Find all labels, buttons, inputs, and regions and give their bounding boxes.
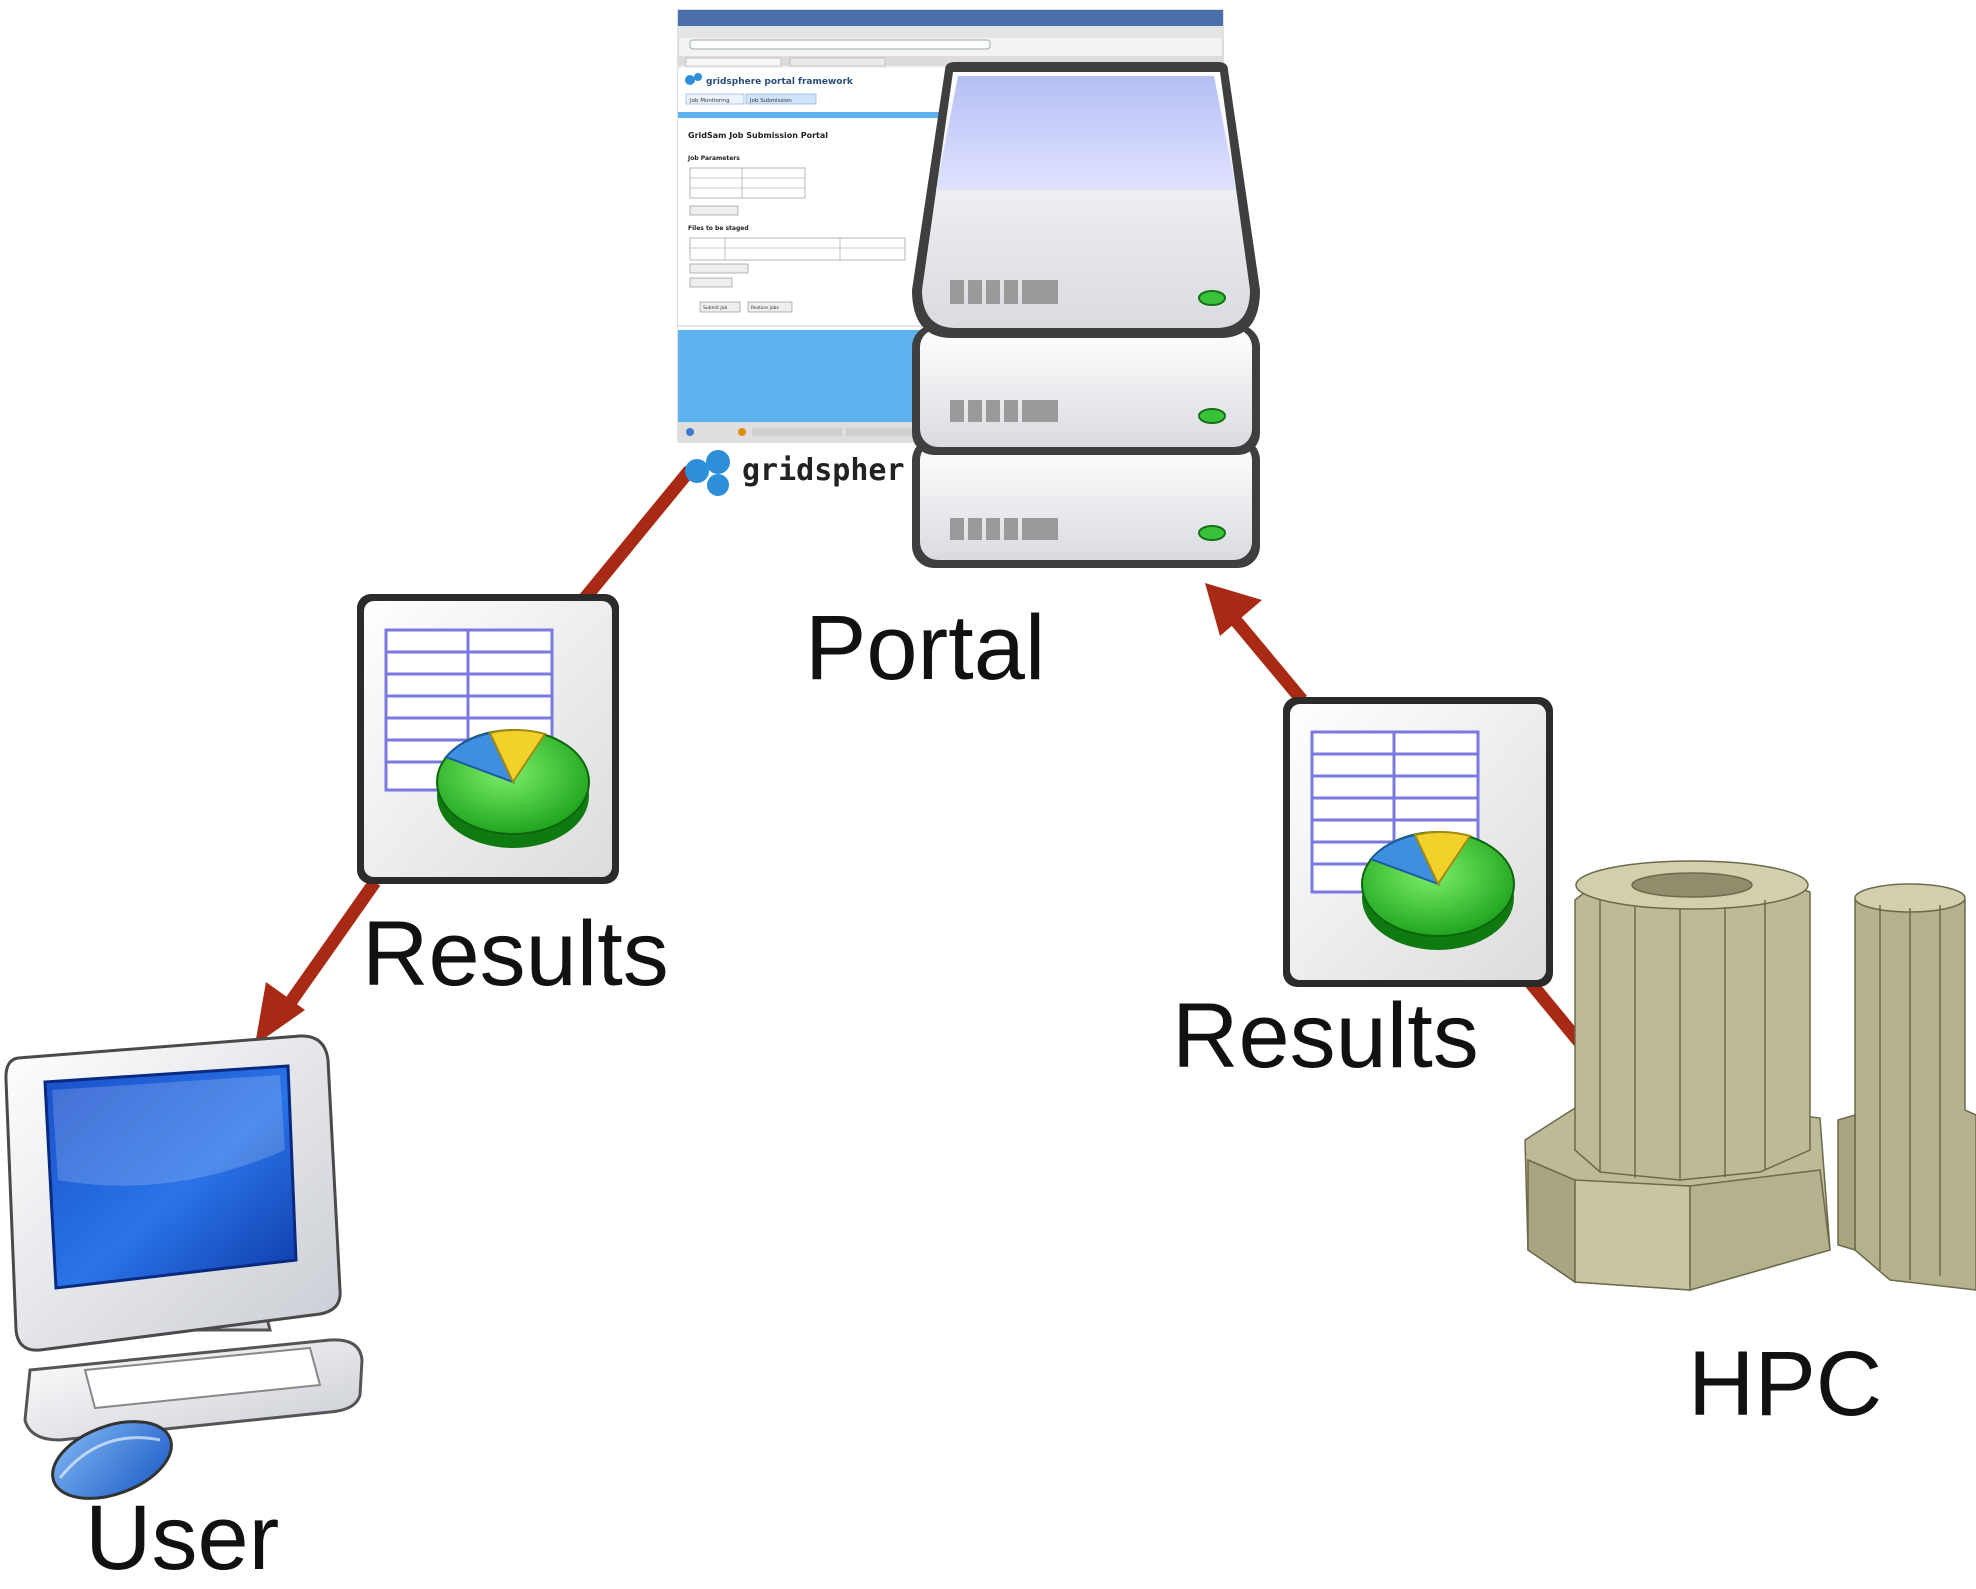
results-left-label: Results [362, 903, 669, 1005]
portal-tab-2: Job Submission [749, 98, 792, 104]
results-left-icon [357, 594, 619, 884]
arrow-results-to-user [255, 878, 381, 1045]
gridsphere-logo: gridspher [685, 450, 905, 496]
user-label: User [85, 1487, 280, 1589]
arrow-portal-to-results [579, 465, 696, 603]
portal-label: Portal [805, 597, 1046, 699]
results-right-label: Results [1172, 985, 1479, 1087]
results-right-icon [1283, 697, 1553, 987]
gridsphere-logo-icon [685, 450, 730, 496]
arrow-results-to-portal [1205, 583, 1307, 705]
spreadsheet-chart-icon [384, 628, 590, 848]
portal-reset-button: Restore Jobs [751, 305, 779, 311]
gridsphere-logo-text: gridspher [742, 453, 905, 488]
spreadsheet-chart-icon [1310, 730, 1515, 950]
desktop-computer-icon [4, 1034, 364, 1500]
portal-brand: gridsphere portal framework [706, 77, 854, 87]
server-stack-icon [912, 62, 1260, 568]
hpc-label: HPC [1688, 1333, 1883, 1435]
portal-section-job: Job Parameters [687, 155, 740, 162]
portal-section-files: Files to be staged [688, 225, 749, 232]
portal-tab-1: Job Monitoring [689, 98, 730, 104]
portal-submit-button: Submit Job [703, 305, 727, 311]
portal-heading: GridSam Job Submission Portal [688, 131, 828, 140]
hpc-cluster-icon [1524, 860, 1976, 1291]
